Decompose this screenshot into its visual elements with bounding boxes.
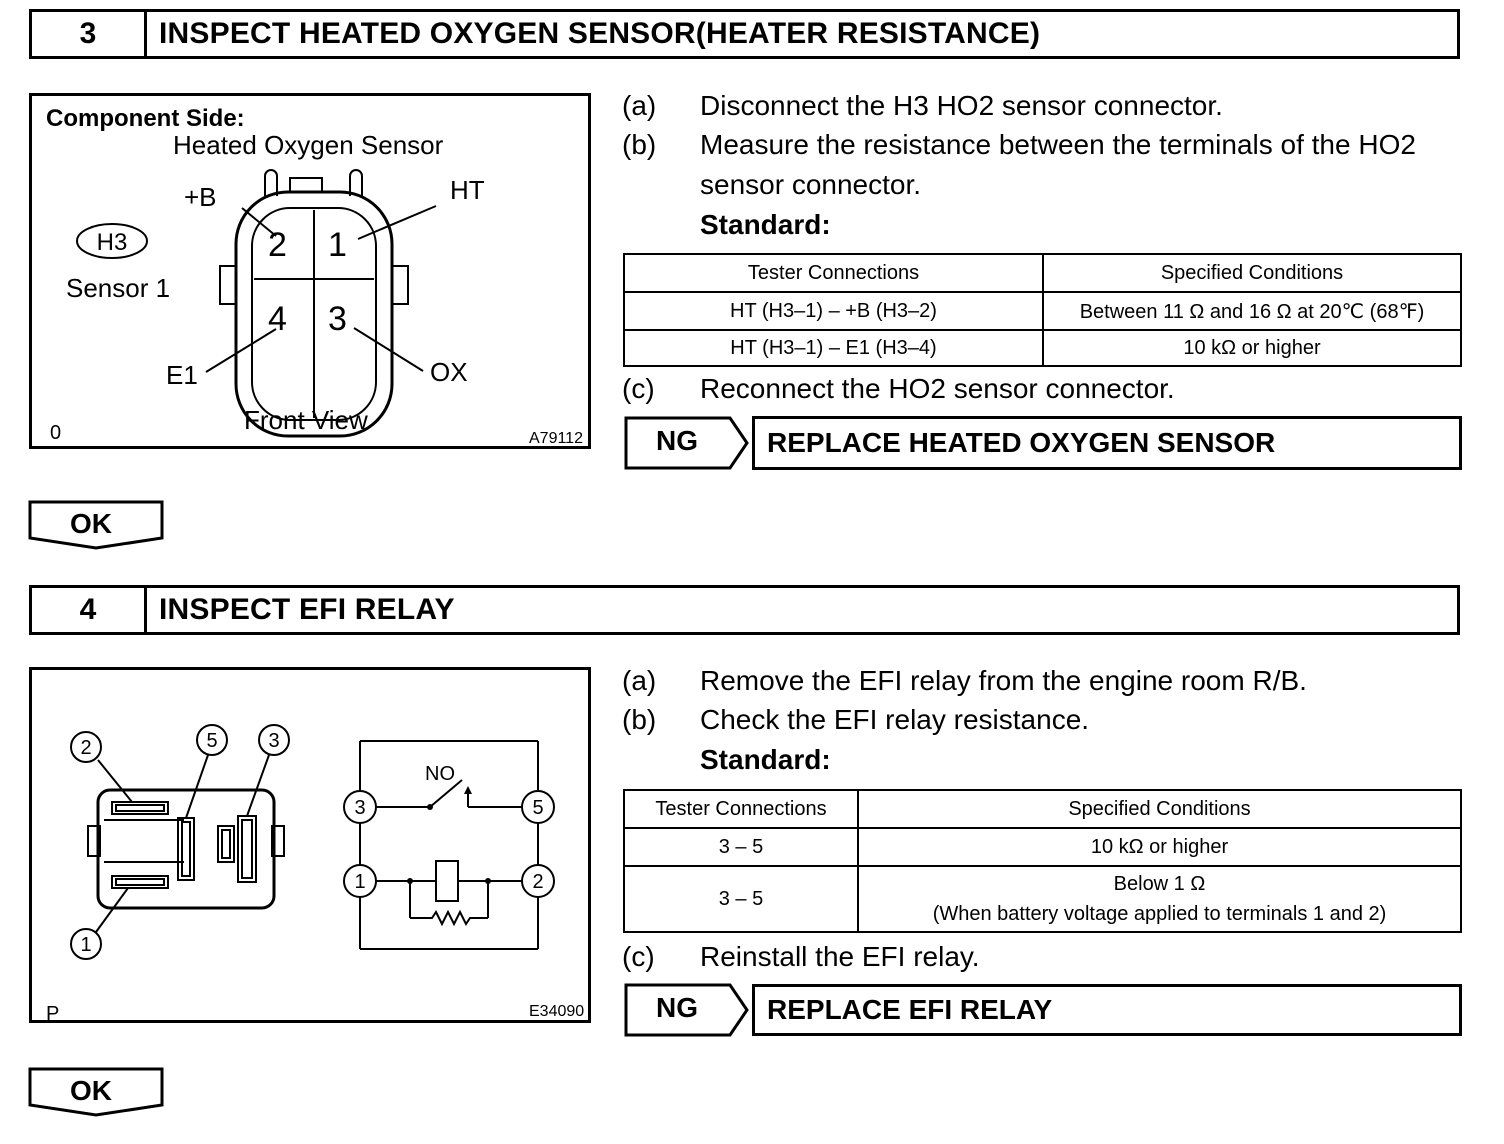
- connector-code-label: H3: [97, 229, 128, 256]
- instruction-text: Reconnect the HO2 sensor connector.: [700, 373, 1175, 404]
- table-header: Specified Conditions: [857, 789, 1462, 829]
- step-4-header: 4 INSPECT EFI RELAY: [29, 585, 1460, 635]
- step-title: INSPECT HEATED OXYGEN SENSOR(HEATER RESI…: [159, 17, 1041, 50]
- ng-arrow: [624, 416, 749, 470]
- terminal-1: [111, 875, 169, 889]
- terminal-5: [177, 817, 195, 881]
- table-row: 3 – 5 10 kΩ or higher: [623, 827, 1462, 867]
- table-cell: 10 kΩ or higher: [857, 827, 1462, 867]
- instruction-label: (c): [622, 373, 655, 404]
- relay-body: [96, 788, 276, 910]
- step-number: 3: [32, 12, 147, 56]
- spec-table: Tester Connections Specified Conditions …: [623, 253, 1462, 367]
- schematic-3-label: 3: [354, 797, 365, 819]
- table-cell: 10 kΩ or higher: [1042, 329, 1462, 367]
- corner-code: 0: [50, 422, 61, 444]
- instruction-label: (c): [622, 941, 655, 972]
- connector-diagram: Component Side: Heated Oxygen Sensor H3 …: [46, 105, 583, 447]
- e1-label: E1: [166, 360, 198, 390]
- instruction-label: (b): [622, 129, 657, 160]
- figure-id: A79112: [529, 430, 583, 447]
- table-cell: 3 – 5: [623, 827, 859, 867]
- front-view-label: Front View: [244, 405, 368, 435]
- standard-label: Standard:: [700, 209, 831, 240]
- ng-label: NG: [656, 425, 698, 456]
- ng-action-box: REPLACE EFI RELAY: [752, 984, 1462, 1036]
- ng-arrow: [624, 983, 749, 1037]
- schematic-5-label: 5: [532, 797, 543, 819]
- table-header: Tester Connections: [623, 789, 859, 829]
- ht-label: HT: [450, 175, 485, 205]
- pin-3-label: 3: [268, 730, 279, 752]
- connector-outline: [234, 190, 394, 438]
- pin-4-label: 4: [268, 300, 287, 338]
- table-cell: Between 11 Ω and 16 Ω at 20℃ (68℉): [1042, 291, 1462, 331]
- table-cell: Below 1 Ω (When battery voltage applied …: [857, 865, 1462, 933]
- table-cell-line: (When battery voltage applied to termina…: [932, 903, 1387, 925]
- table-cell: 3 – 5: [623, 865, 859, 933]
- ok-tag: [28, 1067, 164, 1117]
- schematic-2-label: 2: [532, 871, 543, 893]
- instruction-label: (b): [622, 704, 657, 735]
- plus-b-label: +B: [184, 182, 217, 212]
- pin-3-label: 3: [328, 300, 347, 338]
- standard-label: Standard:: [700, 744, 831, 775]
- instruction-text: Remove the EFI relay from the engine roo…: [700, 665, 1307, 696]
- efi-relay-figure: 2 5 3 1 3 5 1 2 NO P E34090: [29, 667, 591, 1025]
- corner-code: P: [46, 1003, 59, 1025]
- terminal-3: [237, 815, 257, 883]
- step-number: 4: [32, 588, 147, 632]
- ok-label: OK: [70, 1075, 112, 1106]
- pin-2-label: 2: [80, 737, 91, 759]
- schematic-1-label: 1: [354, 871, 365, 893]
- table-header: Specified Conditions: [1042, 253, 1462, 293]
- pin-2-label: 2: [268, 226, 287, 264]
- instruction-label: (a): [622, 90, 657, 121]
- instruction-text: Disconnect the H3 HO2 sensor connector.: [700, 90, 1223, 121]
- ng-action-box: REPLACE HEATED OXYGEN SENSOR: [752, 416, 1462, 470]
- step-title: INSPECT EFI RELAY: [159, 593, 455, 626]
- figure-id: E34090: [529, 1003, 584, 1020]
- ok-tag: [28, 500, 164, 550]
- pin-1-label: 1: [328, 226, 347, 264]
- terminal-2: [111, 801, 169, 815]
- table-header: Tester Connections: [623, 253, 1044, 293]
- no-label: NO: [425, 763, 455, 785]
- ox-label: OX: [430, 357, 468, 387]
- table-cell: HT (H3–1) – +B (H3–2): [623, 291, 1044, 331]
- ng-label: NG: [656, 992, 698, 1023]
- sensor-1-label: Sensor 1: [66, 273, 170, 303]
- instruction-text: Measure the resistance between the termi…: [700, 129, 1416, 160]
- table-cell: HT (H3–1) – E1 (H3–4): [623, 329, 1044, 367]
- table-cell-line: Below 1 Ω: [1113, 873, 1206, 895]
- sensor-name-label: Heated Oxygen Sensor: [173, 130, 444, 160]
- instruction-text: Reinstall the EFI relay.: [700, 941, 980, 972]
- table-row: HT (H3–1) – +B (H3–2) Between 11 Ω and 1…: [623, 291, 1462, 331]
- instruction-text: Check the EFI relay resistance.: [700, 704, 1090, 735]
- step-3-header: 3 INSPECT HEATED OXYGEN SENSOR(HEATER RE…: [29, 9, 1460, 59]
- instruction-label: (a): [622, 665, 657, 696]
- ok-label: OK: [70, 508, 112, 539]
- spec-table: Tester Connections Specified Conditions …: [623, 789, 1462, 933]
- component-side-label: Component Side:: [46, 105, 245, 132]
- relay-diagram: 2 5 3 1 3 5 1 2 NO P E34090: [46, 724, 584, 1025]
- oxygen-sensor-connector-figure: Component Side: Heated Oxygen Sensor H3 …: [29, 93, 591, 449]
- table-row: 3 – 5 Below 1 Ω (When battery voltage ap…: [623, 865, 1462, 933]
- h3-ellipse: [76, 223, 148, 259]
- table-row: HT (H3–1) – E1 (H3–4) 10 kΩ or higher: [623, 329, 1462, 367]
- pin-1-label: 1: [80, 934, 91, 956]
- instruction-text: sensor connector.: [700, 169, 922, 200]
- pin-5-label: 5: [206, 730, 217, 752]
